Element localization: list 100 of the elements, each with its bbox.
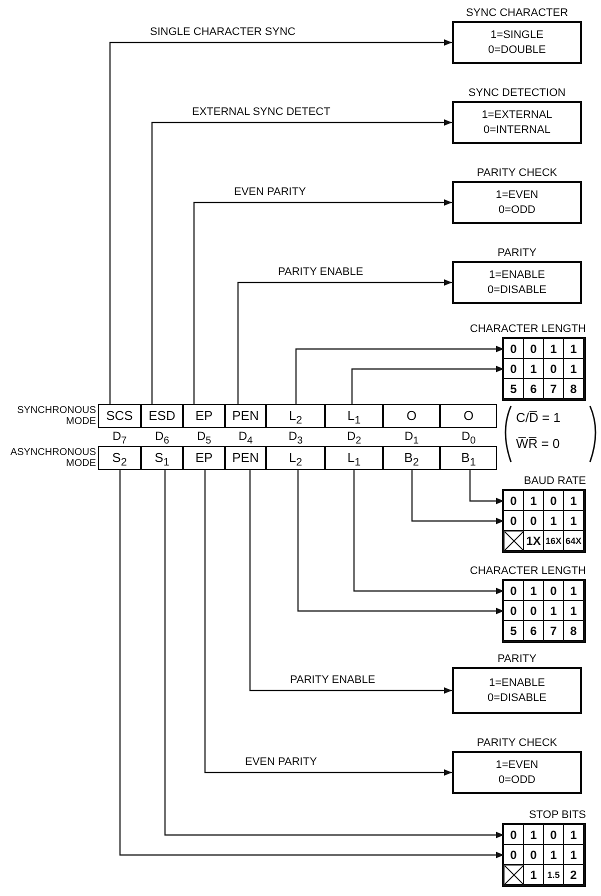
table-cell: 0: [504, 845, 524, 865]
table-cell: 1: [524, 865, 544, 885]
arrow: [151, 119, 452, 404]
table-cell: 1: [544, 601, 564, 621]
bit-number: D$_{1}$: [404, 429, 419, 446]
arrow: [237, 279, 452, 404]
table-cell: 1: [544, 511, 564, 531]
table-cell: 0: [524, 845, 544, 865]
table-cell: 1: [564, 491, 584, 511]
table-cell: 0: [544, 359, 564, 379]
register-bit: S$_{2}$: [98, 446, 141, 470]
register-bit: L$_{2}$: [266, 404, 325, 428]
register-bit: L$_{1}$: [325, 446, 383, 470]
arrow: [297, 470, 504, 614]
arrow: [295, 346, 504, 404]
box-title: SYNC CHARACTER: [464, 6, 570, 20]
table-cell: 0: [504, 511, 524, 531]
box-text: 0=ODD: [498, 202, 536, 218]
register-bit: O: [383, 404, 440, 428]
labeled-box: [452, 86, 582, 144]
register-bit: O: [440, 404, 497, 428]
labeled-box: [452, 246, 582, 304]
table-cell: 1: [524, 825, 544, 845]
register-note: W̅R̅ = 0: [516, 436, 560, 451]
box-text: 1=EVEN: [496, 188, 538, 202]
row-label: SYNCHRONOUS MODE: [16, 405, 96, 427]
box-title: PARITY: [496, 246, 538, 260]
register-bit: L$_{1}$: [325, 404, 383, 428]
table-row: [504, 359, 584, 379]
table-cell: 64X: [564, 531, 584, 551]
labeled-box: [452, 736, 582, 794]
table-row: [504, 511, 584, 531]
register-bit: EP: [183, 404, 225, 428]
table-cell: 1: [564, 581, 584, 601]
arrow: [249, 470, 452, 694]
table-title: BAUD RATE: [522, 474, 586, 488]
table-cell: 1: [564, 339, 584, 359]
box-text: 0=DISABLE: [487, 690, 546, 706]
table-cell: 0: [524, 601, 544, 621]
box-text: 1=ENABLE: [489, 268, 545, 282]
register-bit: EP: [183, 446, 225, 470]
table-cell: 6: [524, 621, 544, 641]
table-title: CHARACTER LENGTH: [468, 322, 586, 336]
bit-number: D$_{5}$: [197, 429, 212, 446]
edge-label: EXTERNAL SYNC DETECT: [190, 106, 332, 118]
bit-number: D$_{7}$: [112, 429, 127, 446]
table-cell: 0: [544, 825, 564, 845]
box-text: 0=ODD: [498, 772, 536, 788]
table-cell: 0: [504, 581, 524, 601]
table-row: [504, 581, 584, 601]
arrow: [193, 199, 452, 404]
box-text: 0=INTERNAL: [484, 122, 550, 138]
table-cell: 0: [504, 491, 524, 511]
table-cell: 1: [544, 845, 564, 865]
table-cell: 1: [564, 359, 584, 379]
register-bit: SCS: [98, 404, 141, 428]
arrow: [204, 470, 452, 776]
table-cell: 5: [504, 621, 524, 641]
arrow: [469, 470, 504, 504]
labeled-box: [452, 6, 582, 64]
table-cell: 1: [524, 581, 544, 601]
table-row: [504, 865, 584, 885]
table-cell: 1: [524, 491, 544, 511]
box-title: PARITY CHECK: [476, 736, 558, 750]
table-row: [504, 379, 584, 399]
table-cell: 0: [544, 491, 564, 511]
table-cell: 1: [564, 601, 584, 621]
box-title: SYNC DETECTION: [467, 86, 567, 100]
table-cell: 6: [524, 379, 544, 399]
box-text: 1=EXTERNAL: [482, 108, 552, 122]
row-label: ASYNCHRONOUS MODE: [9, 447, 96, 469]
table-cell: 1: [564, 825, 584, 845]
register-note: C/D̅ = 1: [516, 410, 560, 425]
table-cell: 7: [544, 379, 564, 399]
table-cell: 1: [564, 845, 584, 865]
table-cell: 2: [564, 865, 584, 885]
labeled-box: [452, 166, 582, 224]
bit-number: D$_{0}$: [462, 429, 476, 446]
table-cell: 0: [504, 359, 524, 379]
arrow: [351, 366, 504, 404]
bit-number: D$_{2}$: [347, 429, 362, 446]
table-cell: 1: [524, 359, 544, 379]
bit-number: D$_{3}$: [288, 429, 303, 446]
bit-number: D$_{4}$: [238, 429, 253, 446]
table-cell: 0: [504, 339, 524, 359]
table-row: [504, 531, 584, 551]
table-cell: 16X: [544, 531, 564, 551]
register-bit: ESD: [141, 404, 183, 428]
arrow: [411, 470, 504, 524]
box-title: PARITY CHECK: [476, 166, 558, 180]
register-bit: PEN: [225, 446, 266, 470]
box-text: 1=EVEN: [496, 758, 538, 772]
arrow: [119, 470, 504, 858]
box-text: 1=SINGLE: [490, 28, 544, 42]
table-cell: 0: [504, 825, 524, 845]
table-row: [504, 825, 584, 845]
box-text: 0=DISABLE: [487, 282, 546, 298]
table-cell: 1: [544, 339, 564, 359]
table-cell: 8: [564, 621, 584, 641]
table-cell: 1: [564, 511, 584, 531]
